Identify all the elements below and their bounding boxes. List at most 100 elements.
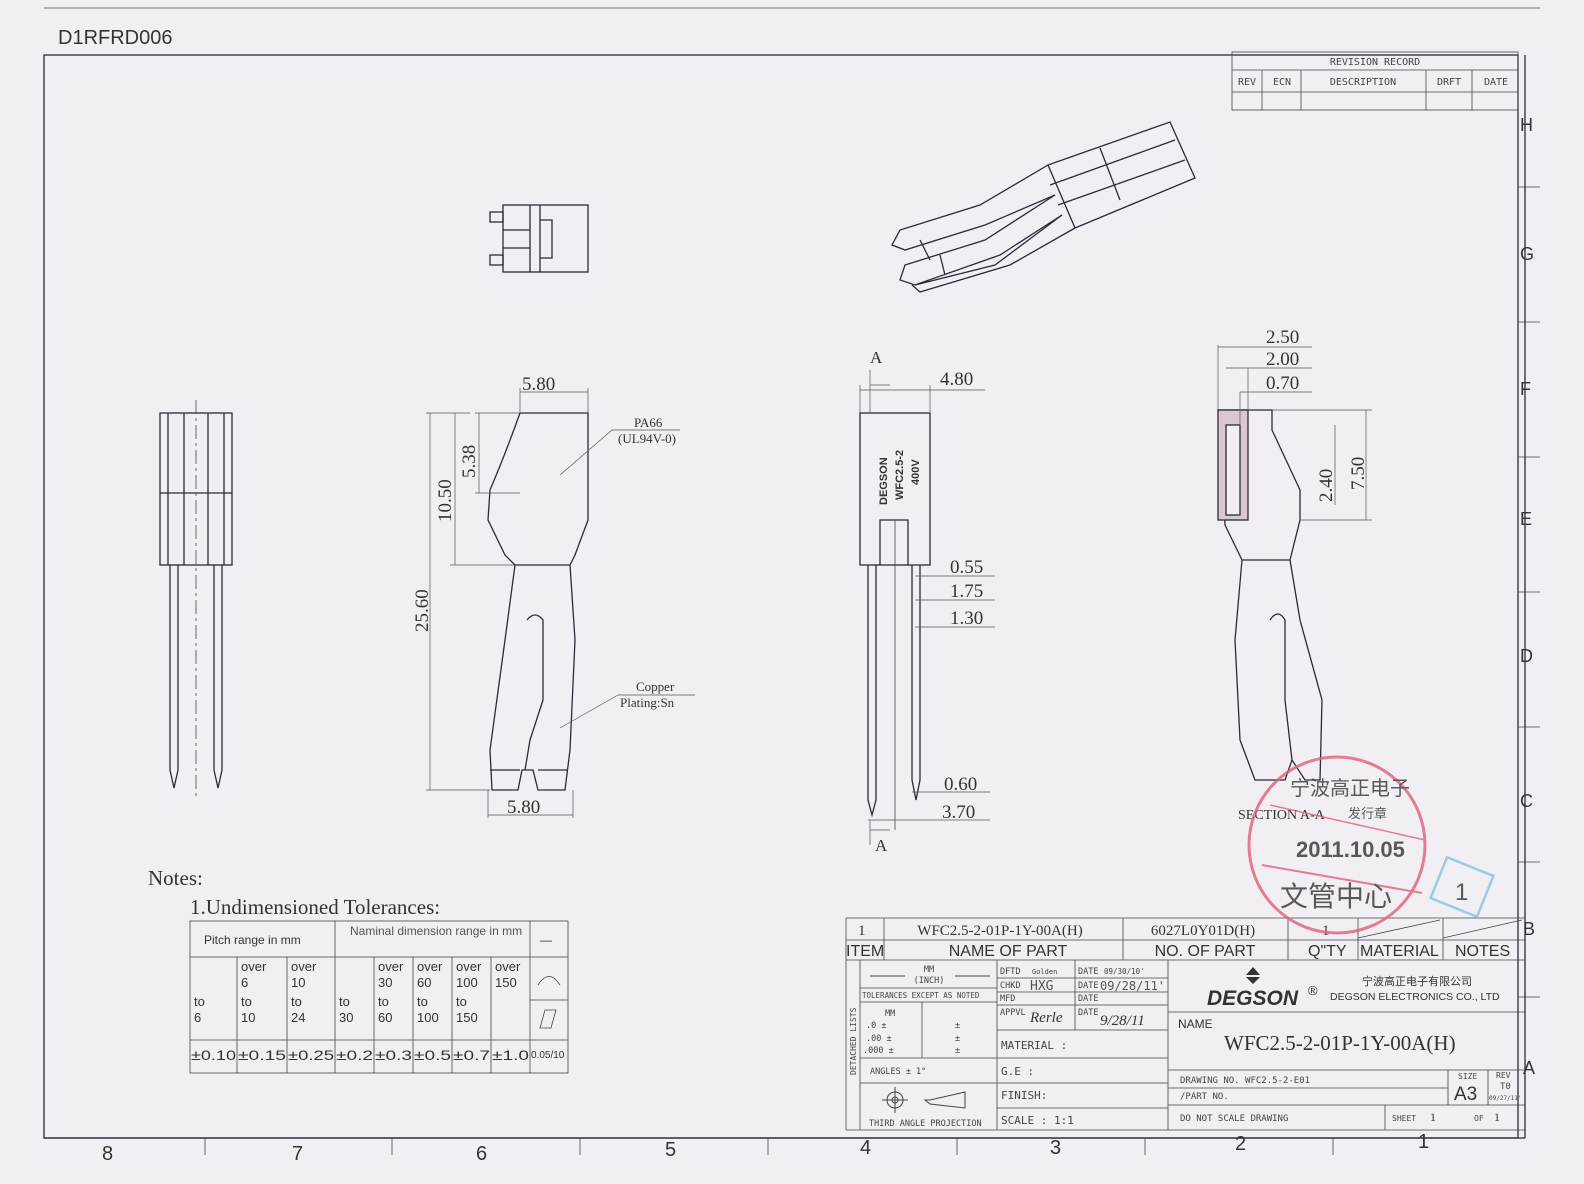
part-no-label: /PART NO. bbox=[1180, 1092, 1229, 1102]
contact-material: Copper bbox=[636, 679, 675, 694]
appvl-date-label: DATE bbox=[1078, 1008, 1098, 1018]
row-label: A bbox=[1523, 1058, 1535, 1078]
col-label: 3 bbox=[1050, 1137, 1061, 1159]
tolerance-range-text: 6 bbox=[194, 1010, 201, 1025]
row-label: B bbox=[1523, 919, 1535, 939]
detached-lists: DETACHED LISTS bbox=[849, 1007, 858, 1075]
dim-d4: 0.60 bbox=[944, 774, 977, 795]
pitch-header: Pitch range in mm bbox=[204, 933, 301, 947]
dim-width-top: 5.80 bbox=[522, 374, 555, 395]
units: MM bbox=[924, 965, 934, 975]
part-number: 6027L0Y01D(H) bbox=[1151, 923, 1255, 939]
section-view-dimensions bbox=[1217, 345, 1372, 521]
flatness-symbol-icon bbox=[539, 1009, 557, 1029]
part-no-header: NO. OF PART bbox=[1155, 943, 1256, 960]
revision-record: REVISION RECORD REV ECN DESCRIPTION DRFT… bbox=[1231, 51, 1519, 111]
chkd-date-label: DATE bbox=[1078, 981, 1098, 991]
col-label: 2 bbox=[1235, 1133, 1246, 1155]
tolerance-range-text: over bbox=[456, 959, 482, 974]
material-label: MATERIAL : bbox=[1001, 1039, 1067, 1052]
dftd-date-label: DATE bbox=[1078, 967, 1098, 977]
projection-label: THIRD ANGLE PROJECTION bbox=[869, 1119, 982, 1129]
notes-header: NOTES bbox=[1455, 943, 1510, 960]
units-alt: (INCH) bbox=[914, 976, 945, 986]
housing-rating: (UL94V-0) bbox=[618, 431, 676, 446]
company-block: DEGSON ® 宁波高正电子有限公司 DEGSON ELECTRONICS C… bbox=[1178, 967, 1522, 1124]
rev-value: T0 bbox=[1500, 1082, 1511, 1092]
tol-row: .00 ± bbox=[866, 1034, 892, 1044]
notes-title: Notes: bbox=[148, 866, 203, 890]
mfd-date-label: DATE bbox=[1078, 994, 1098, 1004]
drawing-no: DRAWING NO. WFC2.5-2-E01 bbox=[1180, 1076, 1310, 1086]
drawing-code: D1RFRD006 bbox=[58, 27, 172, 49]
tolerance-range-text: over bbox=[291, 959, 317, 974]
row-label: H bbox=[1520, 115, 1533, 135]
section-view bbox=[1217, 409, 1323, 781]
tolerance-value: ±0.15 bbox=[238, 1047, 286, 1063]
geom-tolerance-value: 0.05/10 bbox=[531, 1050, 565, 1061]
tolerance-value: ±0.10 bbox=[191, 1047, 236, 1063]
stamp-department: 文管中心 bbox=[1280, 881, 1392, 912]
tol-pm: ± bbox=[955, 1021, 960, 1031]
angles: ANGLES ± 1° bbox=[870, 1067, 926, 1077]
mfd-label: MFD bbox=[1000, 994, 1015, 1004]
ecn-header: ECN bbox=[1273, 77, 1291, 88]
tolerance-range-text: to bbox=[378, 994, 389, 1009]
do-not-scale: DO NOT SCALE DRAWING bbox=[1180, 1114, 1288, 1124]
finish-label: FINISH: bbox=[1001, 1089, 1047, 1102]
blue-stamp-number: 1 bbox=[1455, 879, 1468, 906]
of-value: 1 bbox=[1494, 1110, 1500, 1124]
tol-mm: MM bbox=[885, 1009, 895, 1019]
size-label: SIZE bbox=[1458, 1072, 1477, 1081]
tolerance-range-text: to bbox=[291, 994, 302, 1009]
isometric-view bbox=[891, 121, 1196, 293]
tolerance-range-text: to bbox=[417, 994, 428, 1009]
name-header: NAME OF PART bbox=[949, 943, 1068, 960]
description-header: DESCRIPTION bbox=[1330, 77, 1396, 88]
tol-row: .000 ± bbox=[863, 1046, 894, 1056]
tolerances-label: TOLERANCES EXCEPT AS NOTED bbox=[862, 991, 980, 1000]
appvl-label: APPVL bbox=[1000, 1008, 1026, 1018]
tolerance-range-text: 30 bbox=[339, 1010, 353, 1025]
registered-mark: ® bbox=[1308, 983, 1318, 998]
chkd-label: CHKD bbox=[1000, 981, 1020, 991]
drawing-name: WFC2.5-2-01P-1Y-00A(H) bbox=[1224, 1031, 1456, 1055]
row-label: F bbox=[1520, 379, 1531, 399]
row-label: C bbox=[1520, 791, 1533, 811]
rev-label: REV bbox=[1496, 1071, 1511, 1080]
tolerance-range-text: 30 bbox=[378, 975, 392, 990]
chkd-name: HXG bbox=[1030, 979, 1054, 994]
dim-body-height: 10.50 bbox=[435, 479, 456, 522]
front-view-dimensions bbox=[426, 388, 695, 818]
housing-material: PA66 bbox=[634, 415, 663, 430]
tolerance-range-text: 24 bbox=[291, 1010, 305, 1025]
tolerance-range-text: 150 bbox=[456, 1010, 478, 1025]
column-ticks bbox=[204, 1138, 1334, 1155]
tolerance-value: ±0.3 bbox=[375, 1047, 412, 1063]
tolerance-range-text: to bbox=[339, 994, 350, 1009]
appvl-date: 9/28/11 bbox=[1100, 1013, 1145, 1029]
section-mark-bottom: A bbox=[875, 836, 888, 855]
tolerance-range-text: 10 bbox=[291, 975, 305, 990]
dim-d3: 1.30 bbox=[950, 608, 983, 629]
drawing-border bbox=[43, 54, 1519, 1139]
part-name: WFC2.5-2-01P-1Y-00A(H) bbox=[917, 923, 1082, 939]
date-header: DATE bbox=[1484, 77, 1508, 88]
col-label: 5 bbox=[665, 1139, 676, 1161]
col-label: 8 bbox=[102, 1143, 113, 1165]
rev-header: REV bbox=[1238, 77, 1256, 88]
tolerance-table: Pitch range in mm Naminal dimension rang… bbox=[204, 924, 561, 1029]
parts-list: 1 WFC2.5-2-01P-1Y-00A(H) 6027L0Y01D(H) 1… bbox=[846, 923, 1510, 960]
tolerance-table-grid bbox=[189, 920, 569, 1074]
row-labels: H G F E D C B A bbox=[1520, 115, 1535, 1078]
contact-plating: Plating:Sn bbox=[620, 695, 675, 710]
notes-item-1: 1.Undimensioned Tolerances: bbox=[190, 895, 440, 919]
tolerance-value: ±0.25 bbox=[288, 1047, 334, 1063]
tolerance-range-text: to bbox=[456, 994, 467, 1009]
qty-header: Q"TY bbox=[1308, 943, 1347, 960]
col-label: 7 bbox=[292, 1143, 303, 1165]
brand: DEGSON bbox=[1207, 987, 1299, 1010]
dim-overall-length: 25.60 bbox=[412, 589, 433, 632]
title-block: MM (INCH) TOLERANCES EXCEPT AS NOTED MM … bbox=[849, 965, 1165, 1129]
revision-record-title: REVISION RECORD bbox=[1330, 57, 1420, 68]
